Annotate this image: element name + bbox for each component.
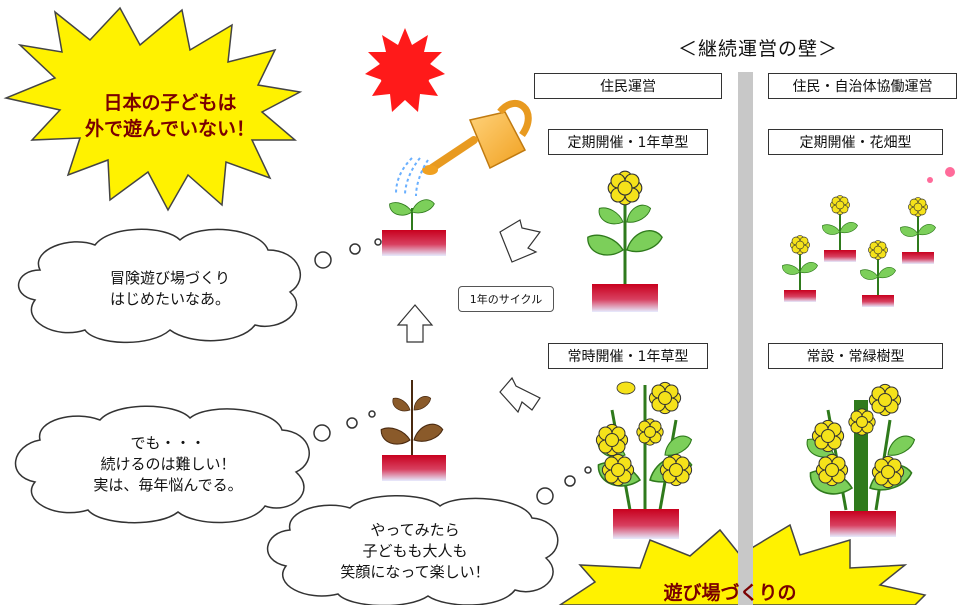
burst-top-line1: 日本の子どもは bbox=[103, 92, 237, 114]
pot bbox=[613, 509, 679, 539]
thought-dots-start bbox=[314, 238, 382, 269]
cloud-hard-text: でも・・・ 続けるのは難しい！ 実は、毎年悩んでる。 bbox=[50, 433, 286, 496]
withered-plant bbox=[377, 380, 446, 481]
column-divider bbox=[738, 72, 753, 605]
type-periodic-annual: 定期開催・1年草型 bbox=[548, 129, 708, 155]
pot bbox=[382, 455, 446, 481]
header-resident: 住民運営 bbox=[534, 73, 722, 99]
cloud-start-text: 冒険遊び場づくり はじめたいなあ。 bbox=[60, 268, 280, 310]
cloud-fun-line1: やってみたら bbox=[370, 521, 460, 539]
cloud-start bbox=[17, 228, 301, 344]
plant-periodic-annual bbox=[583, 170, 666, 312]
arrow-left-down-icon bbox=[499, 376, 541, 414]
burst-top-line2: 外で遊んでいない！ bbox=[84, 118, 256, 140]
arrow-right-down-icon bbox=[499, 219, 542, 263]
cloud-fun-line3: 笑顔になって楽しい！ bbox=[340, 563, 490, 581]
cloud-start-line2: はじめたいなあ。 bbox=[109, 290, 230, 308]
type-permanent-evergreen: 常設・常緑樹型 bbox=[768, 343, 943, 369]
sun-icon bbox=[365, 28, 445, 112]
arrow-up-icon bbox=[396, 304, 434, 343]
header-collab: 住民・自治体協働運営 bbox=[768, 73, 957, 99]
cloud-fun-text: やってみたら 子どもも大人も 笑顔になって楽しい！ bbox=[300, 520, 530, 583]
cloud-start-line1: 冒険遊び場づくり bbox=[109, 269, 230, 287]
cloud-hard-line3: 実は、毎年悩んでる。 bbox=[93, 476, 243, 494]
plant-permanent-evergreen bbox=[802, 383, 918, 537]
cloud-hard bbox=[14, 405, 310, 524]
burst-bottom-text: 遊び場づくりの bbox=[663, 582, 797, 604]
type-constant-annual: 常時開催・1年草型 bbox=[548, 343, 708, 369]
thought-dots-fun bbox=[536, 466, 592, 505]
pot bbox=[382, 230, 446, 256]
burst-top-text: 日本の子どもは 外で遊んでいない！ bbox=[80, 90, 260, 142]
cloud-hard-line1: でも・・・ bbox=[130, 434, 206, 452]
sprout-plant bbox=[382, 196, 446, 256]
pot bbox=[830, 511, 896, 537]
cloud-fun bbox=[267, 495, 559, 605]
pot bbox=[592, 284, 658, 312]
plant-constant-annual bbox=[593, 381, 695, 539]
wall-title: ＜継続運営の壁＞ bbox=[678, 38, 839, 60]
plant-flowerbed bbox=[780, 167, 955, 307]
cycle-label: 1年のサイクル bbox=[458, 286, 554, 312]
burst-top bbox=[3, 6, 303, 212]
watering-can-icon bbox=[395, 99, 532, 197]
type-periodic-flowerbed: 定期開催・花畑型 bbox=[768, 129, 943, 155]
cloud-fun-line2: 子どもも大人も bbox=[362, 542, 468, 560]
thought-dots-hard bbox=[313, 410, 376, 442]
cloud-hard-line2: 続けるのは難しい！ bbox=[100, 455, 236, 473]
